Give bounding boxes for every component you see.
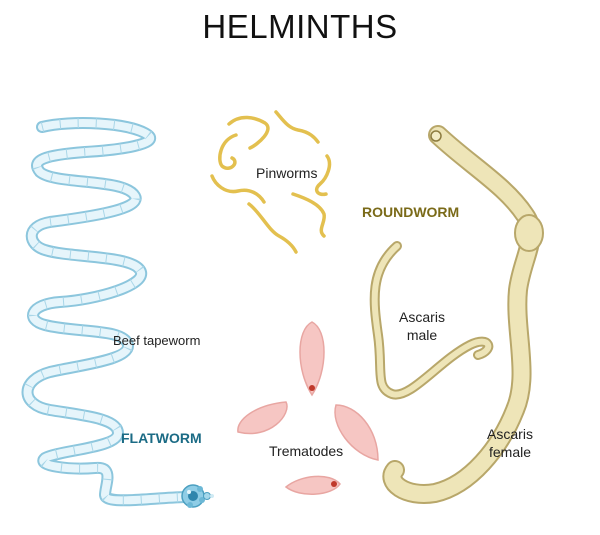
pinworms-label: Pinworms [256, 165, 318, 181]
pinworm [210, 174, 266, 204]
ascaris-female-body [384, 127, 539, 502]
page-title: HELMINTHS [202, 8, 398, 45]
ascaris-female-label-line1: Ascaris [487, 426, 533, 442]
ascaris-female-label: Ascaris female [478, 425, 542, 461]
roundworm-label: ROUNDWORM [362, 204, 460, 220]
flatworm-label: FLATWORM [121, 430, 202, 446]
beef-tapeworm-illustration [21, 117, 214, 508]
trematode-bottom [284, 475, 341, 495]
pinworm [291, 192, 327, 238]
pinworm [247, 202, 298, 254]
pinworm [274, 110, 320, 144]
pinworms-illustration [210, 110, 332, 254]
pinworm [314, 154, 332, 197]
ascaris-male-body [371, 243, 492, 398]
trematodes-label: Trematodes [269, 443, 344, 459]
ascaris-male-label-line2: male [406, 327, 438, 343]
ascaris-male-label-line1: Ascaris [399, 309, 445, 325]
ascaris-male-label: Ascaris male [392, 308, 452, 344]
pinworm [227, 115, 270, 150]
ascaris-male-illustration [369, 241, 494, 400]
ascaris-female-label-line2: female [488, 444, 532, 460]
beef-tapeworm-head [181, 484, 214, 508]
trematode-top [299, 321, 325, 397]
trematode-left [237, 401, 288, 435]
ascaris-female-mouth [430, 130, 442, 142]
trematode-right [334, 404, 379, 461]
ascaris-female-illustration [382, 125, 544, 504]
beef-tapeworm-label: Beef tapeworm [113, 333, 201, 348]
beef-tapeworm-body-fill [23, 119, 189, 505]
pinworm [218, 133, 238, 170]
trematodes-illustration [237, 321, 379, 495]
ascaris-female-vulva-swelling [514, 214, 544, 252]
